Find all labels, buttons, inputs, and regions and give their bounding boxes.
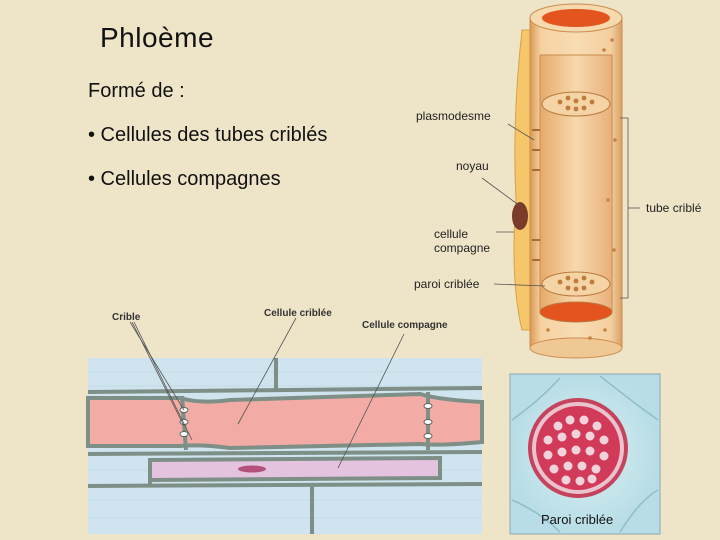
longitudinal-section xyxy=(86,358,484,534)
label-cellule-criblee: Cellule criblée xyxy=(264,308,332,319)
label-paroi-criblee: paroi criblée xyxy=(414,277,480,291)
slide-title: Phloème xyxy=(100,22,215,53)
tube-leader-lines xyxy=(481,117,640,299)
label-plasmodesme: plasmodesme xyxy=(416,109,491,123)
label-tube-crible: tube criblé xyxy=(646,201,702,215)
sieve-tube-illustration xyxy=(512,3,623,359)
label-crible: Crible xyxy=(112,312,141,323)
label-cellule: cellule xyxy=(434,227,468,241)
label-noyau: noyau xyxy=(456,159,489,173)
bullet-sieve-tube-cells: • Cellules des tubes criblés xyxy=(88,124,328,146)
section-leader-lines xyxy=(129,317,405,469)
label-compagne: compagne xyxy=(434,241,490,255)
micrograph-caption: Paroi criblée xyxy=(541,512,614,527)
sieve-plate-micrograph xyxy=(509,373,661,535)
slide-subtitle: Formé de : xyxy=(88,80,185,102)
label-cellule-compagne: Cellule compagne xyxy=(362,320,448,331)
bullet-companion-cells: • Cellules compagnes xyxy=(88,168,281,190)
